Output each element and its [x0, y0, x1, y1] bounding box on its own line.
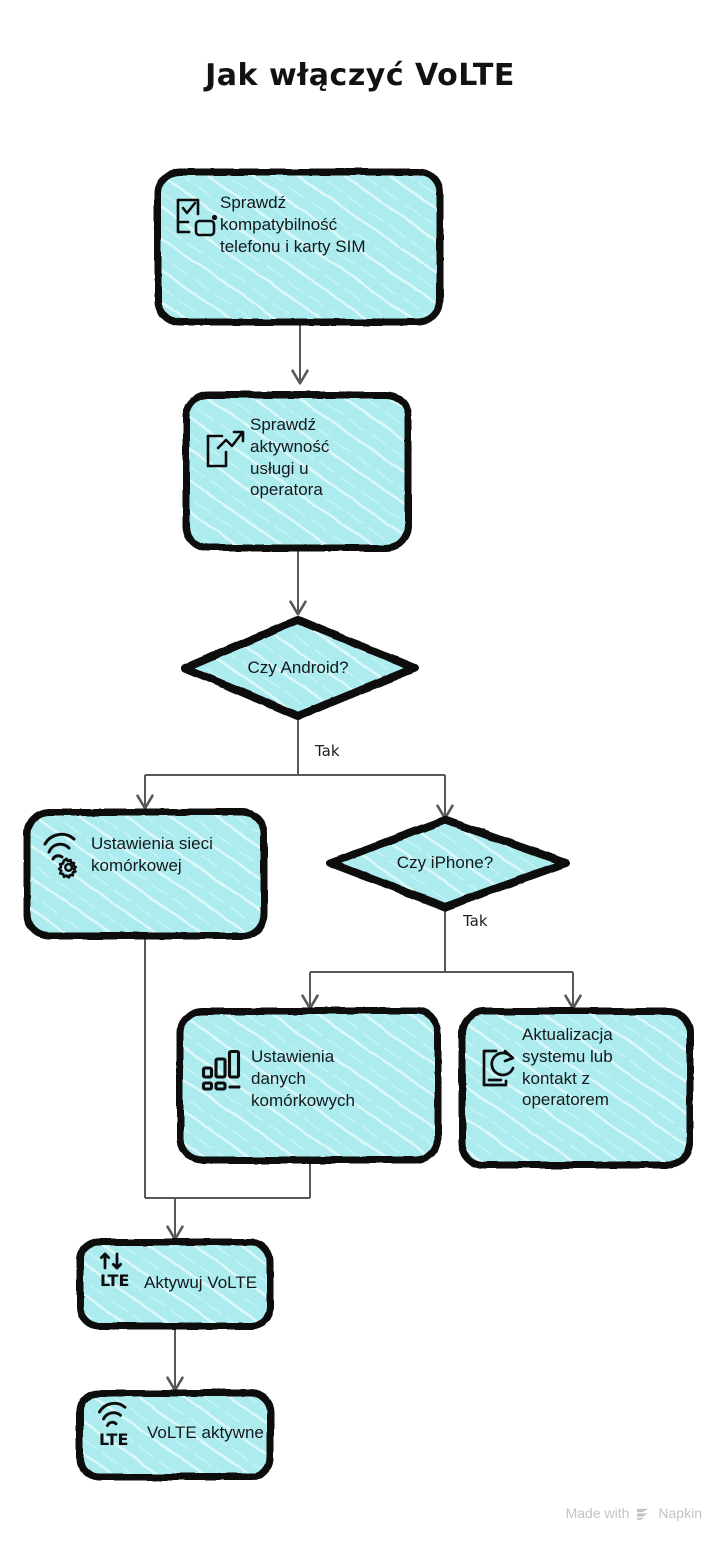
phone-trending-up-icon — [206, 430, 245, 468]
signal-bars-icon — [201, 1049, 241, 1091]
node-ustawienia-danych[interactable] — [176, 1007, 442, 1164]
svg-text:LTE: LTE — [99, 1430, 128, 1449]
lte-signal-icon: LTE — [98, 1402, 128, 1449]
wifi-gear-icon — [43, 832, 77, 879]
node-sprawdz-kompatybilnosc[interactable] — [154, 168, 444, 326]
decision-czy-iphone[interactable] — [326, 816, 570, 911]
node-shape — [76, 1389, 274, 1481]
node-volte-aktywne[interactable]: LTE — [76, 1389, 274, 1481]
node-shape — [76, 1238, 274, 1330]
decision-czy-android[interactable] — [181, 616, 419, 720]
footer-prefix: Made with — [565, 1505, 630, 1521]
svg-text:LTE: LTE — [100, 1271, 129, 1290]
footer-brand: Napkin — [658, 1505, 702, 1521]
node-shape — [182, 391, 412, 552]
lte-updown-arrows-icon: LTE — [100, 1252, 129, 1290]
node-shape — [154, 168, 444, 326]
footer-attribution: Made with Napkin — [566, 1505, 702, 1521]
phone-refresh-icon — [482, 1049, 515, 1087]
node-shape — [23, 808, 268, 940]
node-sprawdz-aktywnosc[interactable] — [182, 391, 412, 552]
node-aktualizacja-systemu[interactable] — [458, 1007, 694, 1169]
phone-checklist-sim-icon — [176, 198, 218, 237]
page-title: Jak włączyć VoLTE — [205, 58, 515, 93]
node-shape — [176, 1007, 442, 1164]
node-ustawienia-sieci[interactable] — [23, 808, 268, 940]
node-shape — [458, 1007, 694, 1169]
connector-group — [136, 322, 582, 1392]
node-shape — [181, 616, 419, 720]
node-shape — [326, 816, 570, 911]
napkin-logo-icon — [636, 1507, 651, 1521]
node-aktywuj-volte[interactable]: LTE — [76, 1238, 274, 1330]
